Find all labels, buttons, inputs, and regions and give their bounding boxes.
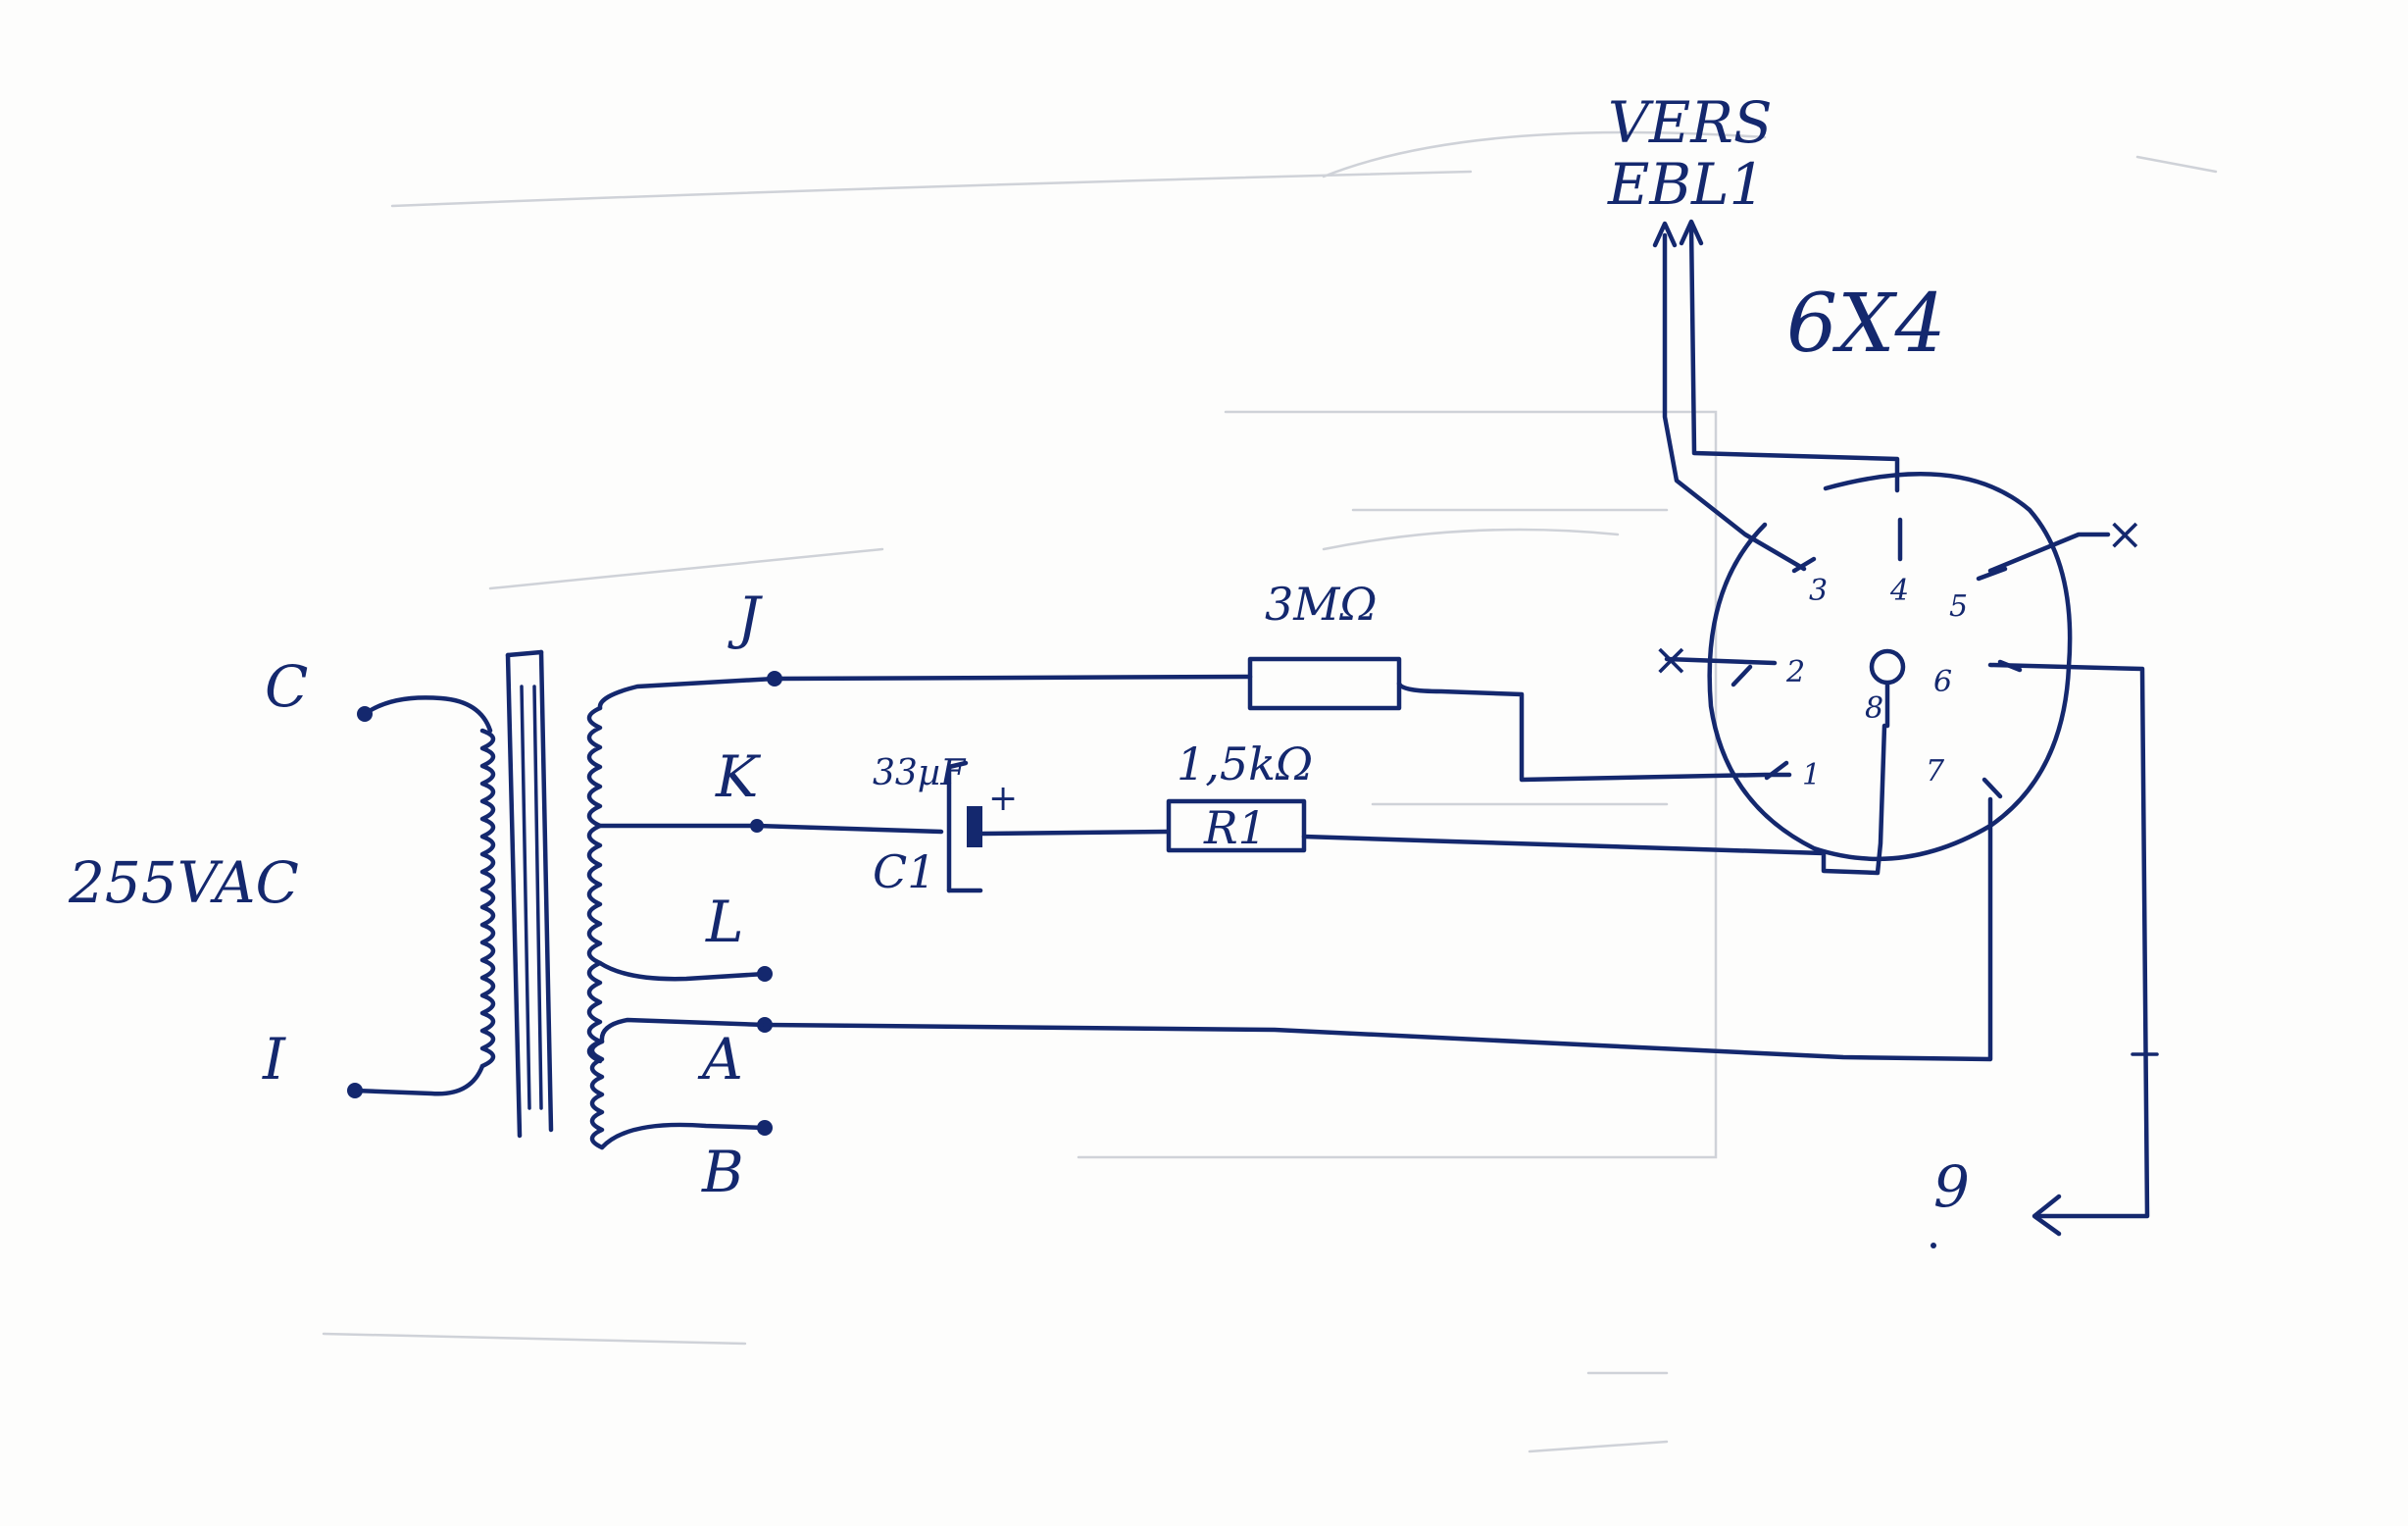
label-pin-7: 7 — [1926, 754, 1945, 788]
label-pin-5: 5 — [1949, 589, 1968, 624]
label-cap-name: C1 — [873, 845, 935, 898]
label-r1-value: 1,5kΩ — [1177, 738, 1313, 790]
label-l: L — [705, 889, 744, 955]
label-cap-value: 33µF — [873, 753, 967, 793]
tube-socket — [1664, 472, 2111, 862]
label-pin-2: 2 — [1785, 655, 1805, 689]
label-pin-4: 4 — [1889, 574, 1909, 608]
label-destination-line2: EBL1 — [1607, 151, 1765, 218]
label-j: J — [727, 585, 763, 651]
label-b: B — [701, 1139, 744, 1205]
transformer-core — [505, 649, 554, 1139]
wire-a — [762, 796, 1993, 1062]
transformer-secondary-ab — [589, 1017, 768, 1150]
ghost-bleed-through — [322, 130, 2218, 1453]
label-pin-8: 8 — [1865, 691, 1883, 726]
label-cap-polarity: + — [988, 779, 1018, 819]
capacitor-plate-positive — [967, 806, 982, 847]
wire-to-ebl1 — [1652, 219, 1900, 572]
wire-k — [754, 723, 1887, 893]
resistor-3mohm — [1247, 656, 1402, 711]
label-destination-line1: VERS — [1608, 89, 1773, 156]
terminal-c — [357, 706, 373, 722]
label-a: A — [697, 1026, 743, 1093]
output-dot — [1931, 1243, 1936, 1248]
label-pin-1: 1 — [1802, 758, 1821, 792]
pin-8-key — [1869, 648, 1906, 686]
label-nc-pin-5: × — [2106, 507, 2144, 560]
label-pin-6: 6 — [1933, 665, 1952, 699]
wire-output — [1987, 662, 2159, 1237]
wire-j — [772, 656, 1792, 783]
terminal-b — [757, 1120, 773, 1136]
label-output: 9 — [1933, 1153, 1970, 1220]
terminal-i — [347, 1083, 363, 1098]
transformer-primary — [352, 695, 496, 1096]
label-supply-voltage: 255VAC — [68, 849, 299, 916]
transformer-secondary-jkl — [586, 676, 778, 1064]
terminal-l — [757, 966, 773, 982]
label-c: C — [265, 653, 308, 720]
label-nc-pin-2: × — [1652, 633, 1690, 686]
resistor-r1 — [1166, 798, 1307, 853]
label-r1-name: R1 — [1203, 801, 1267, 854]
label-pin-3: 3 — [1809, 574, 1828, 608]
label-resistor-3mohm: 3MΩ — [1265, 578, 1378, 631]
label-k: K — [715, 743, 762, 810]
label-tube-type: 6X4 — [1786, 278, 1946, 371]
label-i: I — [262, 1026, 286, 1093]
